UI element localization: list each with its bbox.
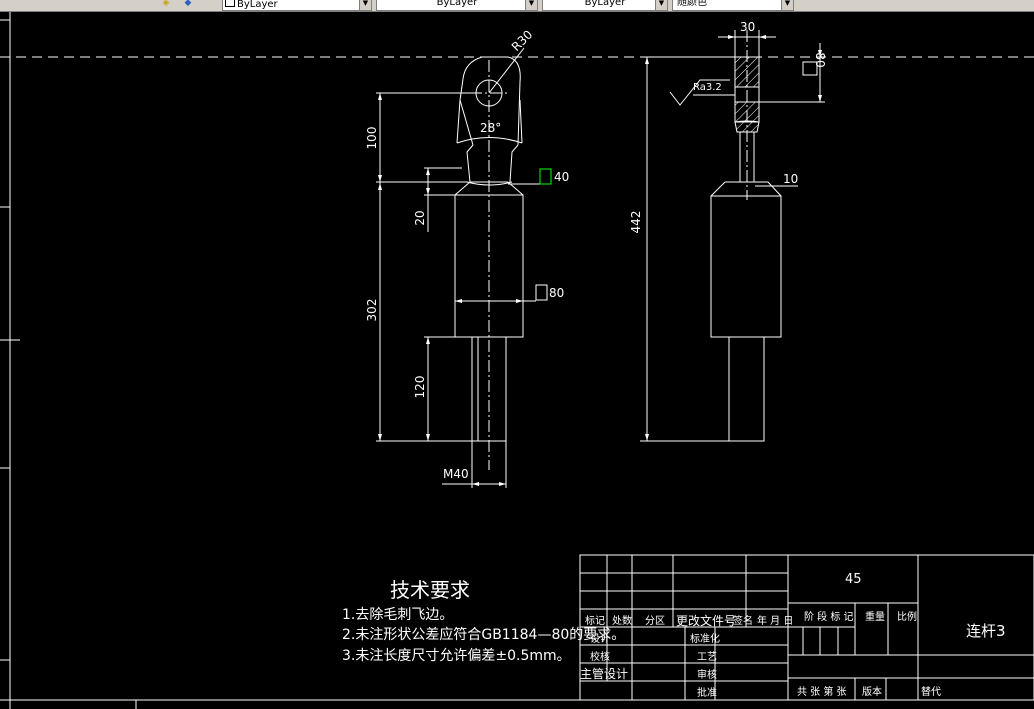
chevron-down-icon: ▼ (781, 0, 793, 10)
weight-text: 重量 (865, 610, 885, 623)
color-control-value: ByLayer (237, 0, 278, 10)
radius-dim-text: R30 (509, 27, 536, 54)
dim-text-442: 442 (629, 211, 643, 234)
linetype-control-select[interactable]: ByLayer ▼ (376, 0, 538, 11)
chevron-down-icon: ▼ (525, 0, 537, 10)
note-2: 2.未注形状公差应符合GB1184—80的要求。 (342, 626, 625, 643)
header-count: 处数 (612, 614, 632, 627)
row-standard: 标准化 (690, 632, 720, 645)
sheets-text: 共 张 第 张 (797, 685, 847, 698)
square-dim-text-40: 40 (554, 170, 569, 184)
dim-text-100: 100 (365, 127, 379, 150)
plotstyle-control-value: 随颜色 (677, 0, 707, 8)
header-docno: 更改文件号 (676, 613, 736, 628)
lineweight-control-select[interactable]: ByLayer ▼ (542, 0, 668, 11)
scale-text: 比例 (897, 610, 917, 623)
header-zone: 分区 (645, 615, 665, 627)
version-text: 版本 (862, 685, 882, 698)
front-centerline (470, 60, 510, 470)
technical-notes: 技术要求 1.去除毛刺飞边。 2.未注形状公差应符合GB1184—80的要求。 … (342, 578, 625, 664)
drawing-frame (0, 12, 1034, 709)
row-chief: 主管设计 (580, 666, 628, 681)
drawing-svg: R30 100 28° 40 20 302 80 120 M40 (0, 12, 1034, 709)
side-arrowheads (645, 35, 822, 441)
front-arrowheads (378, 93, 523, 486)
linetype-control-value: ByLayer (436, 0, 478, 8)
color-swatch-icon (225, 0, 235, 7)
notes-title: 技术要求 (390, 578, 470, 602)
material-text: 45 (845, 572, 862, 587)
row-approve: 批准 (697, 686, 717, 699)
dim-text-20: 20 (413, 210, 427, 225)
front-dim-text: R30 100 28° 40 20 302 80 120 M40 (365, 27, 569, 481)
side-dimensions (640, 30, 825, 442)
lineweight-control-value: ByLayer (584, 0, 626, 8)
properties-toolbar: ◈ ◆ ByLayer ▼ ByLayer ▼ ByLayer ▼ 随颜色 ▼ (0, 0, 1034, 12)
front-square-symbols (535, 168, 552, 301)
layer-previous-icon[interactable]: ◆ (184, 0, 192, 8)
thread-dim-text: M40 (443, 467, 469, 481)
replace-text: 替代 (921, 685, 941, 698)
title-block (579, 554, 1034, 701)
part-name-text: 连杆3 (966, 622, 1006, 640)
title-block-text: 45 连杆3 标记 处数 分区 更改文件号 签名 年 月 日 设计 校核 主管设… (580, 572, 1006, 699)
dim-text-30: 30 (740, 20, 755, 34)
row-design: 设计 (590, 632, 610, 645)
side-dim-text: 30 80 Ra3.2 442 10 (629, 20, 827, 233)
front-dimensions (376, 47, 540, 488)
header-sign: 签名 (733, 614, 753, 627)
square-dim-text-80: 80 (549, 286, 564, 300)
row-check: 校核 (590, 650, 610, 663)
dim-text-10: 10 (783, 172, 798, 186)
row-review: 审核 (697, 668, 717, 681)
header-date: 年 月 日 (757, 614, 793, 627)
note-1: 1.去除毛刺飞边。 (342, 607, 453, 623)
note-3: 3.未注长度尺寸允许偏差±0.5mm。 (342, 648, 571, 664)
header-mark: 标记 (585, 615, 605, 627)
row-process: 工艺 (697, 651, 717, 663)
color-control-select[interactable]: ByLayer ▼ (222, 0, 372, 11)
layer-state-icon[interactable]: ◈ (162, 0, 170, 8)
dim-text-120: 120 (413, 376, 427, 399)
roughness-text: Ra3.2 (693, 82, 722, 93)
dim-text-302: 302 (365, 299, 379, 322)
drawing-canvas[interactable]: R30 100 28° 40 20 302 80 120 M40 (0, 12, 1034, 709)
chevron-down-icon: ▼ (359, 0, 371, 10)
angle-dim-text: 28° (480, 121, 501, 135)
dim-text-80: 80 (813, 52, 827, 67)
chevron-down-icon: ▼ (655, 0, 667, 10)
side-view (710, 56, 782, 442)
stage-mark-text: 阶 段 标 记 (804, 610, 854, 623)
plotstyle-control-select[interactable]: 随颜色 ▼ (672, 0, 794, 11)
